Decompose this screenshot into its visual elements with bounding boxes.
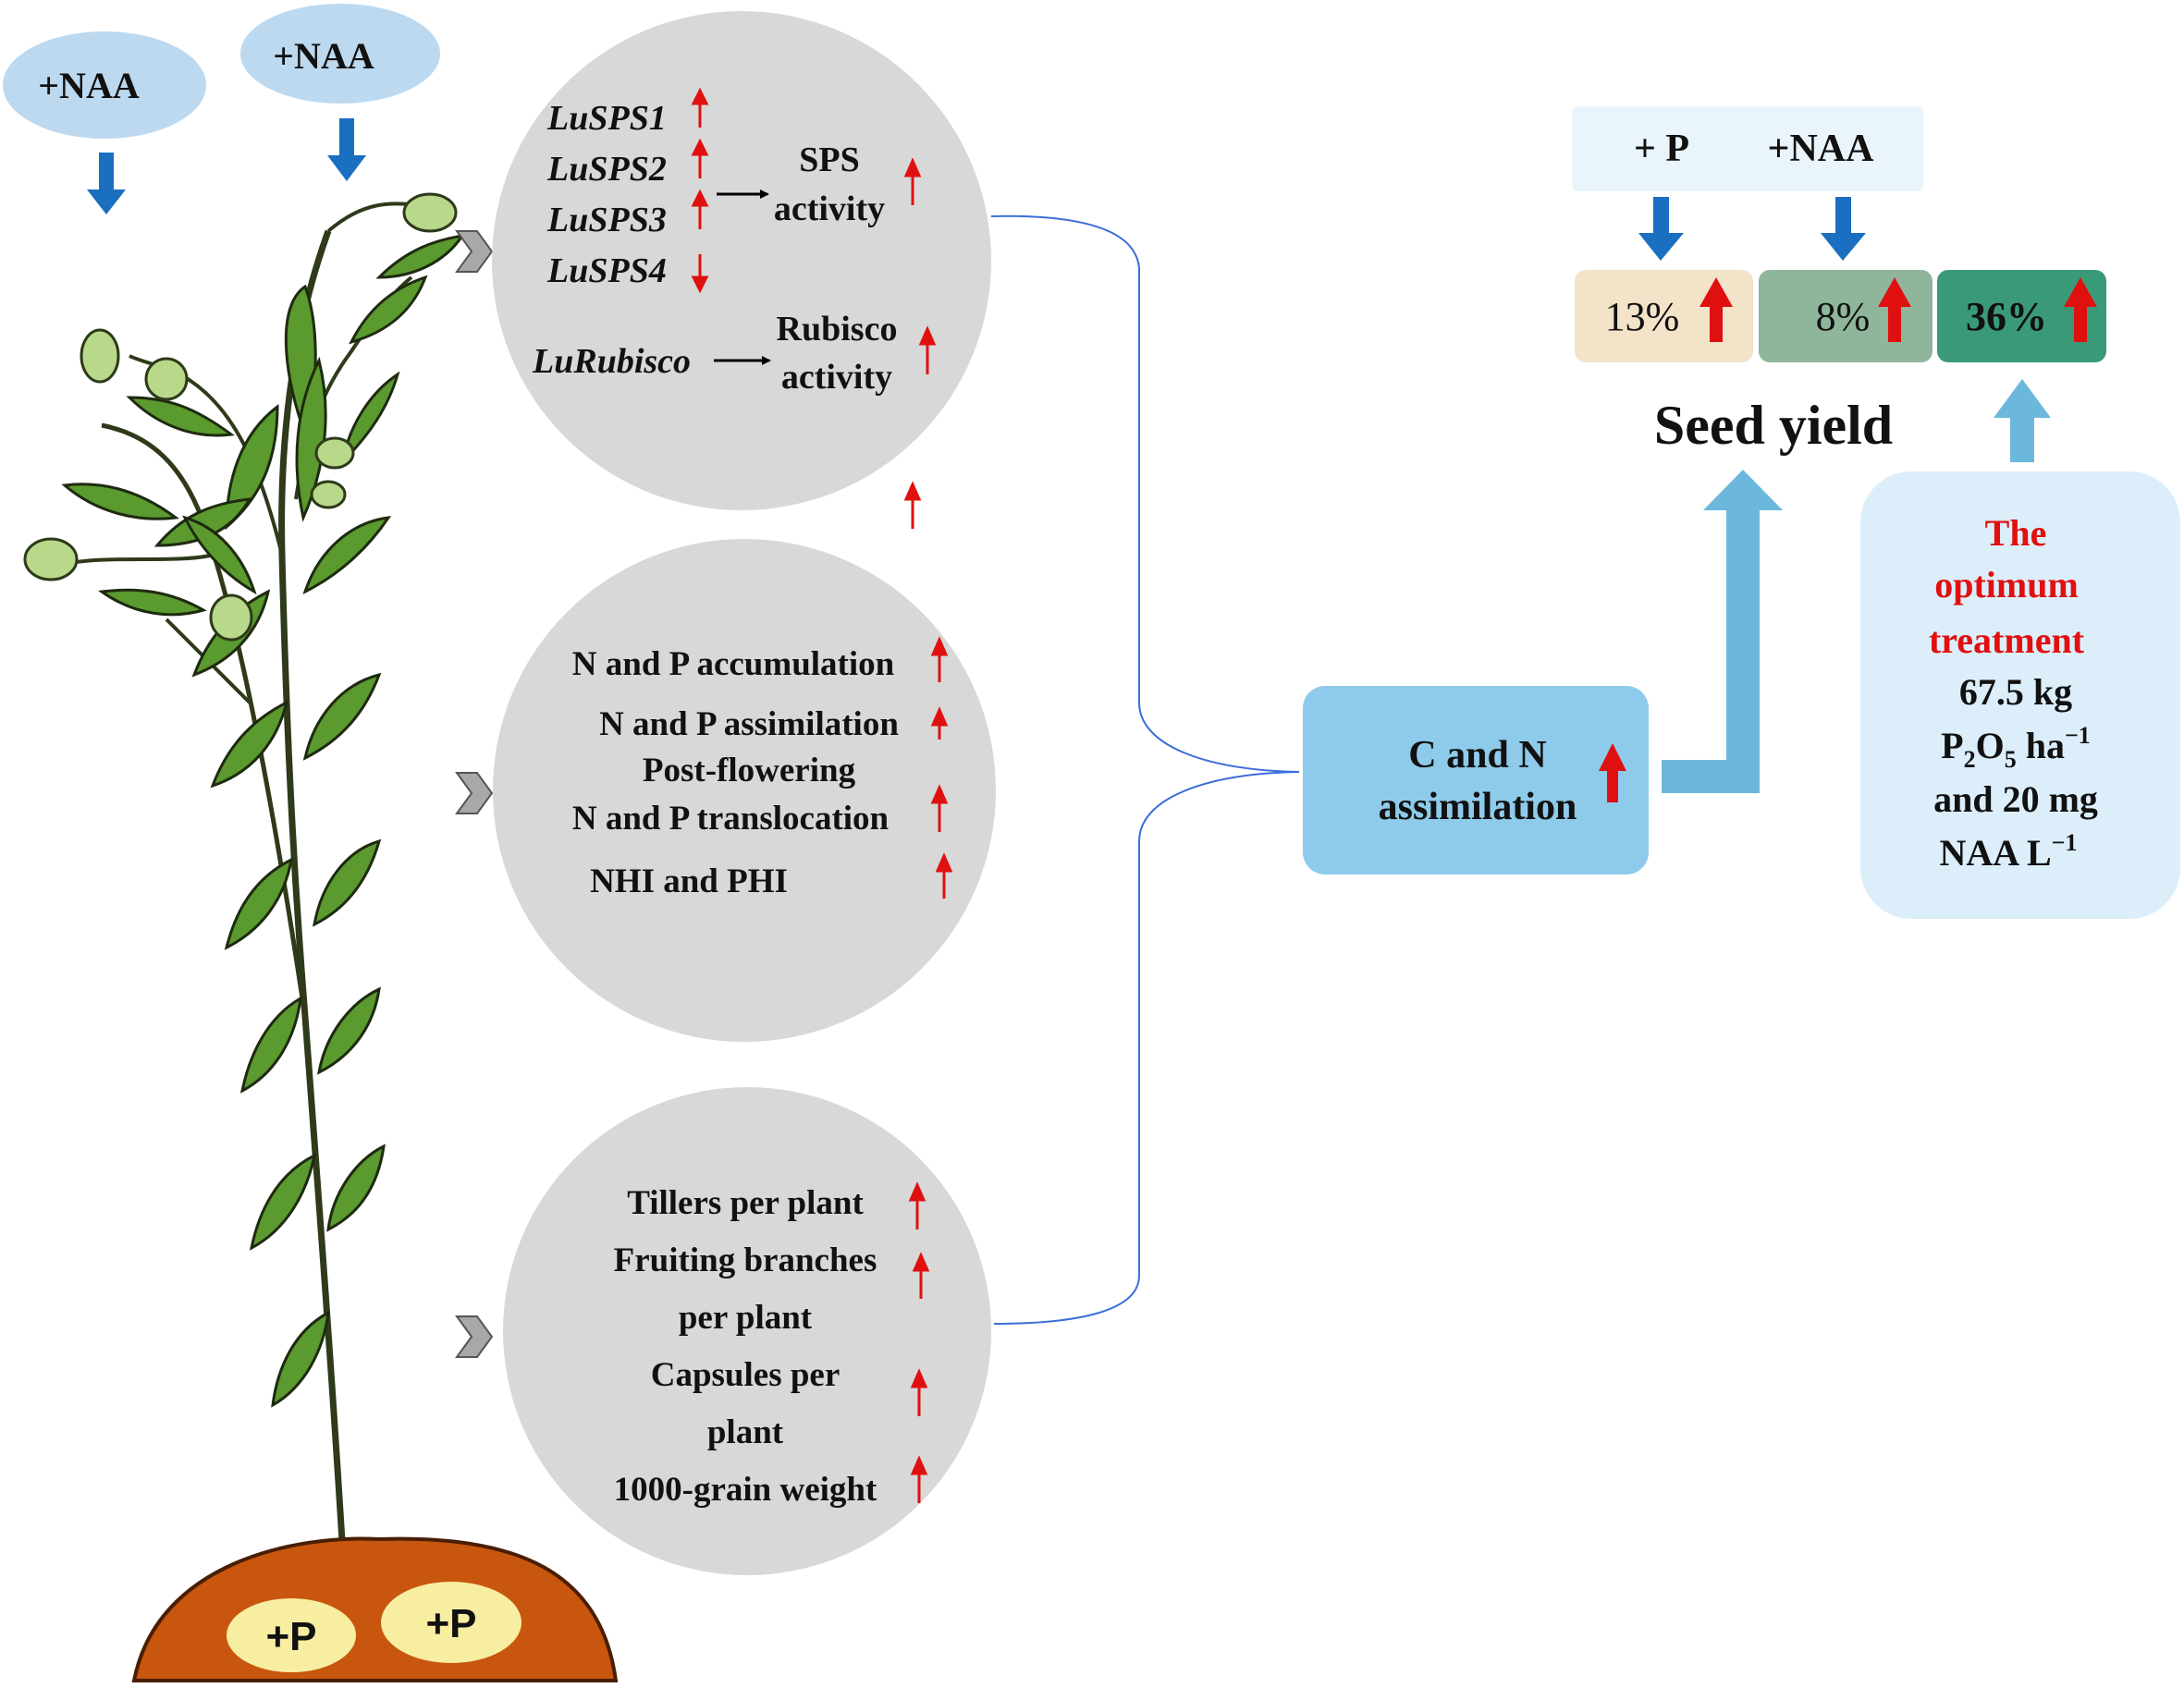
- optimum-title: The: [1985, 512, 2047, 554]
- optimum-p2o5: P2O5 ha−1: [1941, 722, 2091, 773]
- gene-label: LuSPS3: [546, 201, 667, 239]
- up-arrow-icon: [930, 706, 949, 740]
- yield-component-label: Tillers per plant: [627, 1184, 864, 1222]
- yield-increase-bg: [1937, 270, 2106, 362]
- naa-ellipse: [240, 4, 440, 104]
- elbow-arrow-icon: [1662, 470, 1783, 793]
- sps-rubisco-circle: LuSPS1 LuSPS2 LuSPS3 LuSPS4 LuRubisco SP…: [492, 11, 991, 510]
- sps-label: SPS: [799, 141, 859, 179]
- rubisco-label: Rubisco: [777, 310, 898, 349]
- chevron-right-icon: [455, 772, 494, 814]
- down-arrow-icon: [87, 153, 126, 214]
- nutrient-circle: N and P accumulation N and P assimilatio…: [493, 539, 996, 1042]
- inputs-header: + P +NAA: [1572, 106, 1923, 191]
- optimum-title: optimum: [1934, 564, 2079, 605]
- nutrient-label: N and P assimilation: [599, 705, 899, 743]
- naa-ellipse: [3, 31, 206, 139]
- yield-component-label: plant: [707, 1413, 784, 1451]
- yield-increase-value: 36%: [1966, 294, 2047, 339]
- optimum-rate: 67.5 kg: [1959, 671, 2072, 713]
- soil-p-label: +P: [425, 1601, 476, 1646]
- phosphorus-soil-spot: +P: [381, 1582, 521, 1663]
- input-p-label: + P: [1634, 128, 1689, 170]
- chevron-right-icon: [455, 230, 494, 273]
- down-arrow-icon: [327, 118, 366, 181]
- up-arrow-icon: [691, 138, 709, 178]
- seed-yield-label: Seed yield: [1654, 395, 1893, 456]
- optimum-title: treatment: [1929, 619, 2085, 661]
- gene-label: LuRubisco: [532, 342, 691, 381]
- up-arrow-icon: [912, 1252, 930, 1299]
- naa-label: +NAA: [273, 35, 374, 77]
- sps-label: activity: [774, 190, 885, 228]
- nutrient-label: NHI and PHI: [590, 862, 788, 900]
- up-arrow-icon: [1599, 743, 1626, 802]
- up-arrow-icon: [918, 325, 937, 374]
- up-arrow-icon: [903, 157, 922, 205]
- optimum-treatment-box: The optimum treatment 67.5 kg P2O5 ha−1 …: [1860, 471, 2180, 919]
- optimum-naa-rate: and 20 mg: [1933, 778, 2098, 820]
- up-arrow-icon: [691, 189, 709, 229]
- brace-connector: [990, 214, 1300, 1325]
- yield-component-label: per plant: [679, 1299, 813, 1337]
- up-arrow-icon: [935, 852, 953, 899]
- down-arrow-icon: [1638, 197, 1684, 261]
- up-arrow-icon: [1699, 277, 1733, 342]
- rubisco-label: activity: [781, 358, 892, 397]
- yield-components-circle: Tillers per plant Fruiting branches per …: [503, 1087, 991, 1575]
- yield-component-label: Capsules per: [651, 1356, 840, 1394]
- cn-label: C and N: [1408, 734, 1546, 777]
- gene-label: LuSPS2: [546, 150, 667, 189]
- gene-label: LuSPS4: [546, 251, 667, 290]
- down-arrow-icon: [1821, 197, 1866, 261]
- naa-label: +NAA: [38, 65, 140, 106]
- cn-label: assimilation: [1379, 786, 1577, 828]
- nutrient-label: Post-flowering: [643, 752, 856, 789]
- yield-component-label: Fruiting branches: [614, 1242, 877, 1279]
- up-arrow-icon: [930, 636, 949, 682]
- gene-label: LuSPS1: [546, 99, 667, 138]
- yield-increase-box: 8%: [1759, 270, 1932, 362]
- up-arrow-icon: [910, 1368, 928, 1416]
- flax-plant-illustration: +P +P: [23, 192, 619, 1682]
- up-arrow-icon: [691, 87, 709, 128]
- up-arrow-icon: [930, 784, 949, 832]
- yield-increase-box: 36%: [1937, 270, 2106, 362]
- chevron-right-icon: [455, 1315, 494, 1358]
- input-naa-label: +NAA: [1768, 128, 1875, 170]
- up-arrow-icon: [1994, 379, 2051, 462]
- naa-input-right: +NAA: [240, 4, 440, 181]
- nutrient-label: N and P translocation: [572, 800, 890, 838]
- cn-assimilation-box: C and N assimilation: [1303, 686, 1649, 875]
- phosphorus-soil-spot: +P: [227, 1598, 356, 1672]
- soil-mound: [131, 1536, 619, 1682]
- yield-component-label: 1000-grain weight: [614, 1471, 877, 1509]
- naa-input-left: +NAA: [3, 31, 206, 214]
- up-arrow-icon: [2064, 277, 2097, 342]
- down-arrow-icon: [691, 254, 709, 294]
- up-arrow-icon: [910, 1455, 928, 1503]
- yield-increase-value: 13%: [1605, 294, 1680, 339]
- up-arrow-icon: [908, 1181, 926, 1229]
- soil-p-label: +P: [265, 1614, 316, 1659]
- yield-increase-box: 13%: [1575, 270, 1753, 362]
- nutrient-label: N and P accumulation: [572, 645, 895, 683]
- optimum-naa-unit: NAA L−1: [1940, 829, 2078, 874]
- up-arrow-icon: [903, 481, 922, 529]
- up-arrow-icon: [1878, 277, 1911, 342]
- yield-increase-value: 8%: [1816, 294, 1871, 339]
